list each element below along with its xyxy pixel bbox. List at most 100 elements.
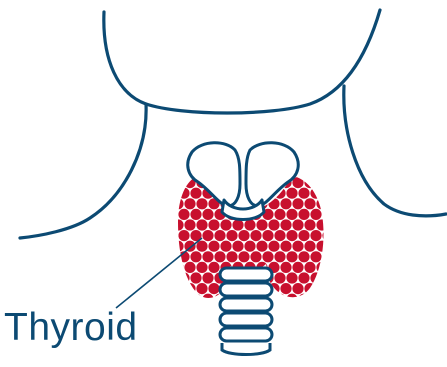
gland-dot [286, 209, 297, 220]
gland-dot [274, 272, 285, 283]
gland-dot [232, 241, 243, 252]
gland-dot [280, 283, 291, 294]
trachea-icon [220, 268, 272, 355]
gland-dot [256, 241, 267, 252]
gland-dot [262, 251, 273, 262]
gland-dot [178, 209, 189, 220]
gland-dot [190, 272, 201, 283]
gland-dot [280, 304, 291, 315]
gland-dot [184, 219, 195, 230]
gland-dot [304, 262, 315, 273]
gland-dot [172, 219, 183, 230]
gland-dot [166, 188, 177, 199]
gland-dot [268, 219, 279, 230]
gland-dot [178, 294, 189, 305]
gland-dot [208, 304, 219, 315]
gland-dot [298, 166, 309, 177]
gland-dot [298, 209, 309, 220]
gland-dot [262, 230, 273, 241]
gland-dot [190, 209, 201, 220]
jaw-line [104, 10, 380, 113]
gland-dot [196, 283, 207, 294]
gland-dot [292, 219, 303, 230]
trachea-ring [220, 283, 272, 296]
gland-dot [172, 241, 183, 252]
gland-dot [298, 294, 309, 305]
gland-dot [244, 219, 255, 230]
gland-dot [202, 251, 213, 262]
gland-dot [310, 188, 321, 199]
gland-dot [322, 251, 333, 262]
gland-dot [220, 241, 231, 252]
gland-dot [166, 272, 177, 283]
gland-dot [298, 272, 309, 283]
trachea-ring [220, 298, 272, 311]
gland-dot [316, 219, 327, 230]
gland-dot [310, 272, 321, 283]
gland-dot [190, 294, 201, 305]
gland-dot [172, 177, 183, 188]
gland-dot [310, 294, 321, 305]
gland-dot [166, 251, 177, 262]
gland-dot [292, 262, 303, 273]
gland-dot [286, 272, 297, 283]
gland-dot [214, 251, 225, 262]
gland-dot [304, 283, 315, 294]
gland-dot [232, 219, 243, 230]
gland-dot [310, 209, 321, 220]
gland-dot [304, 241, 315, 252]
gland-dot [298, 230, 309, 241]
gland-dot [292, 198, 303, 209]
gland-dot [322, 166, 333, 177]
gland-dot [268, 241, 279, 252]
gland-dot [310, 166, 321, 177]
trachea-ring [220, 328, 272, 341]
thyroid-label: Thyroid [4, 308, 138, 347]
gland-dot [286, 251, 297, 262]
gland-dot [208, 219, 219, 230]
gland-dot [274, 230, 285, 241]
trachea-ring [220, 313, 272, 326]
gland-dot [196, 262, 207, 273]
gland-dot [304, 198, 315, 209]
gland-dot [298, 251, 309, 262]
gland-dot [238, 230, 249, 241]
gland-dot [322, 188, 333, 199]
trachea-ring [220, 268, 272, 281]
gland-dot [286, 230, 297, 241]
gland-dot [280, 198, 291, 209]
neck-left-side [20, 104, 146, 238]
gland-dot [304, 177, 315, 188]
gland-dot [202, 272, 213, 283]
gland-dot [256, 219, 267, 230]
gland-dot [178, 272, 189, 283]
gland-dot [322, 230, 333, 241]
gland-dot [286, 294, 297, 305]
gland-dot [196, 241, 207, 252]
gland-dot [226, 251, 237, 262]
gland-dot [208, 241, 219, 252]
gland-dot [196, 198, 207, 209]
gland-dot [184, 304, 195, 315]
gland-dot [316, 198, 327, 209]
gland-dot [292, 283, 303, 294]
gland-dot [322, 272, 333, 283]
gland-dot [214, 230, 225, 241]
gland-dot [202, 294, 213, 305]
gland-dot [178, 230, 189, 241]
gland-dot [286, 188, 297, 199]
gland-dot [316, 262, 327, 273]
gland-dot [298, 188, 309, 199]
gland-dot [316, 283, 327, 294]
gland-dot [316, 177, 327, 188]
gland-dot [226, 230, 237, 241]
gland-dot [166, 230, 177, 241]
gland-dot [238, 251, 249, 262]
gland-dot [280, 219, 291, 230]
gland-dot [310, 230, 321, 241]
gland-dot [196, 304, 207, 315]
trachea-end [222, 343, 270, 355]
gland-dot [274, 209, 285, 220]
gland-dot [220, 219, 231, 230]
